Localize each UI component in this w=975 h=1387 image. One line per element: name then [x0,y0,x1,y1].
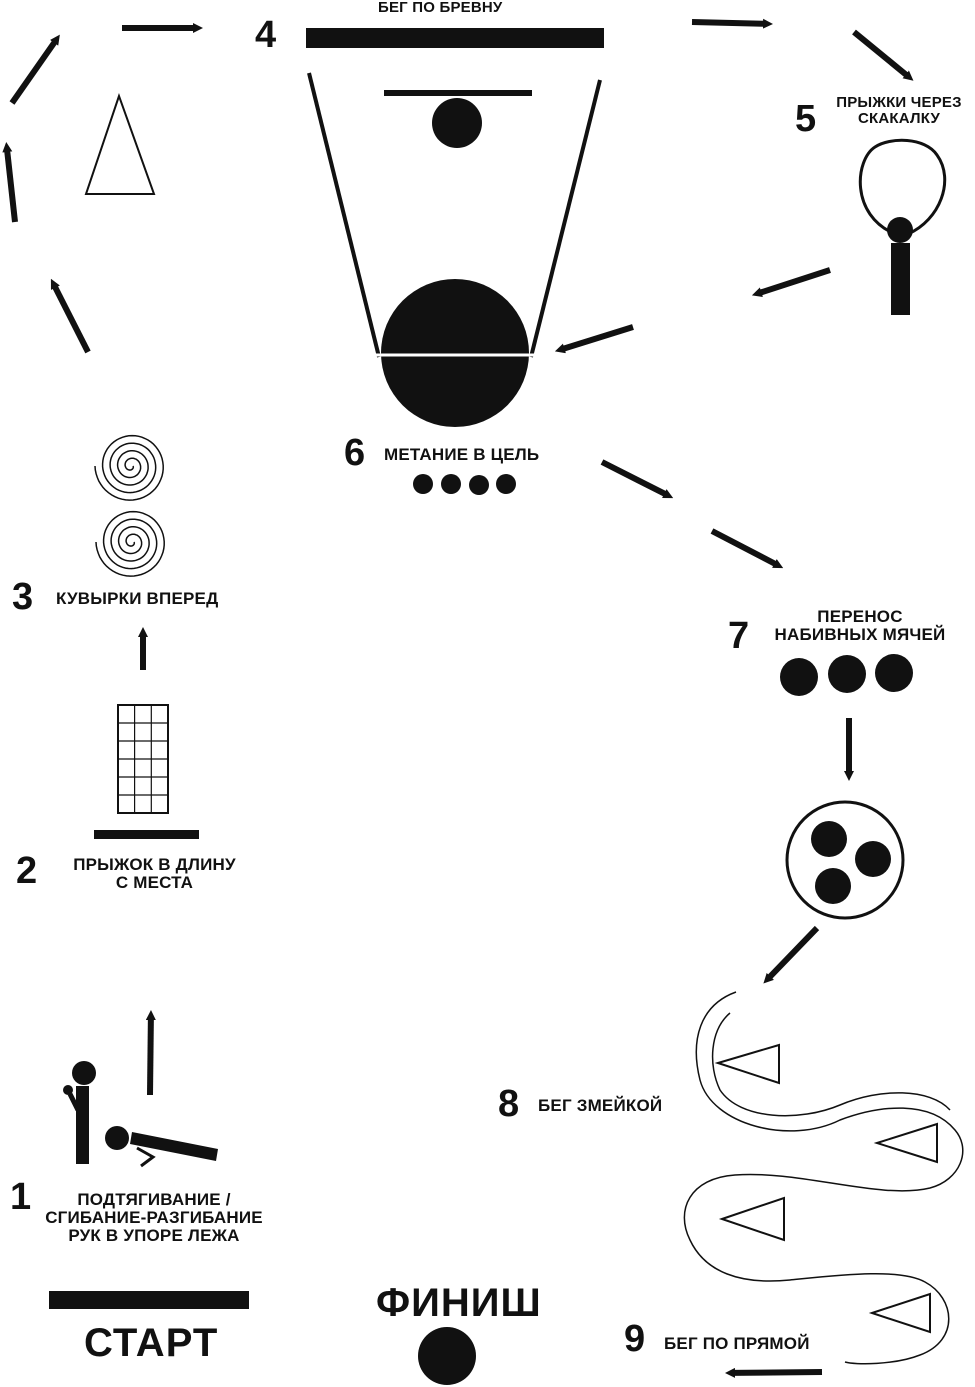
beam-left-rope [307,72,381,358]
station-9-label: БЕГ ПО ПРЯМОЙ [664,1334,810,1353]
station-9-number: 9 [624,1318,646,1360]
small-ball [432,98,482,148]
station-7-label: ПЕРЕНОС НАБИВНЫХ МЯЧЕЙ [774,607,946,644]
station-7-number: 7 [728,615,750,657]
jump-rope-figure [858,138,947,315]
long-jump-mat [94,704,199,839]
route-arrow [724,1367,823,1378]
station-5-number: 5 [795,98,817,140]
standing-figure-head [72,1061,96,1085]
medicine-ball [815,868,851,904]
station-8-number: 8 [498,1083,520,1125]
jump-rope-loop [858,138,947,236]
slalom-cone [714,1043,780,1085]
small-beam-bar [384,90,532,96]
slalom-cone [873,1122,938,1164]
medicine-ball [875,654,913,692]
beam-right-rope [529,79,602,358]
rope-jumper-head [887,217,913,243]
cone-triangle [84,92,156,195]
route-arrow [691,18,774,29]
route-arrow [50,278,91,354]
jump-board [94,830,199,839]
throw-ball [469,475,489,495]
medicine-ball [828,655,866,693]
station-2-label: ПРЫЖОК В ДЛИНУ С МЕСТА [73,855,236,892]
route-arrow [9,34,60,105]
balance-beam-bar [306,28,604,48]
station-3-number: 3 [12,576,34,618]
throw-ball [496,474,516,494]
throw-ball [441,474,461,494]
station-4-number: 4 [255,14,277,56]
finish-ball [418,1327,476,1385]
station-2-number: 2 [16,850,38,892]
pushup-figure-arm [136,1146,156,1168]
ball-hoop [785,800,905,920]
route-arrow [600,459,674,499]
station-4-label: БЕГ ПО БРЕВНУ [378,0,503,16]
station-1-label: ПОДТЯГИВАНИЕ / СГИБАНИЕ-РАЗГИБАНИЕ РУК В… [45,1190,263,1245]
spiral-rolls [94,434,165,577]
station-1-number: 1 [10,1176,32,1218]
station-6-label: МЕТАНИЕ В ЦЕЛЬ [384,445,540,464]
route-arrow [2,141,18,223]
medicine-ball [811,821,847,857]
target-and-balls [376,279,534,495]
pull-up-and-push-up-figures [63,1061,218,1168]
medicine-balls [780,654,913,920]
route-arrow [554,324,634,354]
slalom-cone [868,1292,931,1334]
pushup-figure-body [130,1132,218,1161]
route-arrows [2,18,914,1378]
slalom-cone [718,1196,785,1242]
standing-figure-arm [67,1092,81,1112]
spiral-top [94,434,164,501]
station-6-number: 6 [344,432,366,474]
standing-figure-hand [63,1085,73,1095]
throwing-target [381,279,529,427]
route-arrow [751,267,831,298]
slalom-path [683,991,964,1365]
route-arrow [763,925,820,984]
throw-ball [413,474,433,494]
slalom-path-inner [711,1012,951,1117]
station-8-label: БЕГ ЗМЕЙКОЙ [538,1096,663,1115]
standing-figure-body [76,1086,89,1164]
finish-label: ФИНИШ [376,1281,542,1325]
medicine-ball [780,658,818,696]
station-3-label: КУВЫРКИ ВПЕРЕД [56,589,219,608]
pushup-figure-head [105,1126,129,1150]
station-5-label: ПРЫЖКИ ЧЕРЕЗ СКАКАЛКУ [836,94,962,127]
route-arrow [852,29,914,81]
slalom-cones [683,991,964,1365]
route-arrow [145,1009,156,1096]
route-arrow [710,528,784,569]
rope-jumper-body [891,243,910,315]
start-label: СТАРТ [84,1321,219,1365]
medicine-ball [855,841,891,877]
spiral-bottom [95,510,165,577]
start-line [49,1291,249,1309]
balance-beam [306,28,604,358]
